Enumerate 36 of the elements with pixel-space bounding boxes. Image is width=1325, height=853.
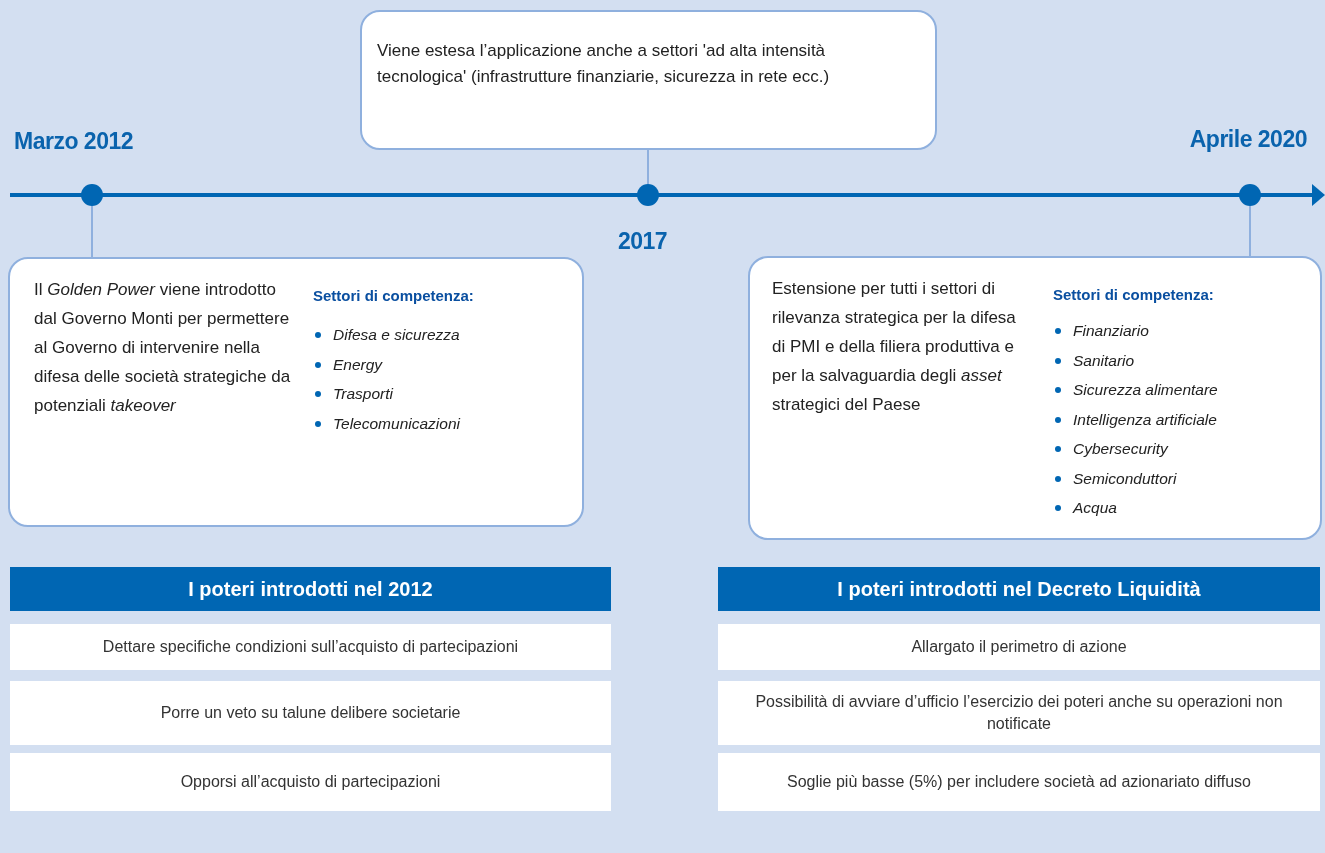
table-header: I poteri introdotti nel 2012 xyxy=(10,567,611,611)
sector-list-item: Finanziario xyxy=(1053,321,1149,341)
timeline-dot xyxy=(637,184,659,206)
date-label: Aprile 2020 xyxy=(1189,126,1307,153)
sector-list-item: Acqua xyxy=(1053,498,1117,518)
table-header: I poteri introdotti nel Decreto Liquidità xyxy=(718,567,1320,611)
table-row: Possibilità di avviare d’ufficio l’esercizio dei poteri anche su operazioni non notificate xyxy=(718,681,1320,745)
table-row: Allargato il perimetro di azione xyxy=(718,624,1320,670)
table-row: Porre un veto su talune delibere societarie xyxy=(10,681,611,745)
sector-heading: Settori di competenza: xyxy=(1053,286,1214,303)
callout-text: Viene estesa l’applicazione anche a settori 'ad alta intensità tecnologica' (infrastrutture finanziarie, sicurezza in rete ecc.) xyxy=(377,40,831,88)
sector-list-item: Sicurezza alimentare xyxy=(1053,380,1218,400)
sector-list-item: Sanitario xyxy=(1053,350,1135,371)
sector-list-item: Energy xyxy=(313,354,383,375)
connector-line xyxy=(91,205,93,258)
table-row: Opporsi all’acquisto di partecipazioni xyxy=(10,753,611,811)
description-text: Il Golden Power viene introdotto dal Governo Monti per permettere al Governo di intervenire nella difesa delle società strategiche da potenziali takeover xyxy=(34,279,292,417)
callout-box xyxy=(360,10,937,150)
table-row: Dettare specifiche condizioni sull’acquisto di partecipazioni xyxy=(10,624,611,670)
event-card xyxy=(748,256,1322,540)
description-text: Estensione per tutti i settori di rilevanza strategica per la difesa di PMI e della filiera produttiva e per la salvaguardia degli asset strategici del Paese xyxy=(772,278,1017,416)
sector-list-item: Difesa e sicurezza xyxy=(313,325,460,345)
sector-heading: Settori di competenza: xyxy=(313,287,474,304)
sector-list-item: Intelligenza artificiale xyxy=(1053,409,1217,430)
sector-list-item: Telecomunicazioni xyxy=(313,413,460,434)
timeline-dot xyxy=(81,184,103,206)
connector-line xyxy=(1249,205,1251,257)
timeline-dot xyxy=(1239,184,1261,206)
connector-line xyxy=(647,149,649,185)
event-card xyxy=(8,257,584,527)
sector-list-item: Cybersecurity xyxy=(1053,439,1168,459)
table-row: Soglie più basse (5%) per includere società ad azionariato diffuso xyxy=(718,753,1320,811)
date-label: Marzo 2012 xyxy=(14,128,133,155)
sector-list-item: Trasporti xyxy=(313,384,393,404)
sector-list-item: Semiconduttori xyxy=(1053,468,1177,489)
date-label: 2017 xyxy=(618,228,668,255)
